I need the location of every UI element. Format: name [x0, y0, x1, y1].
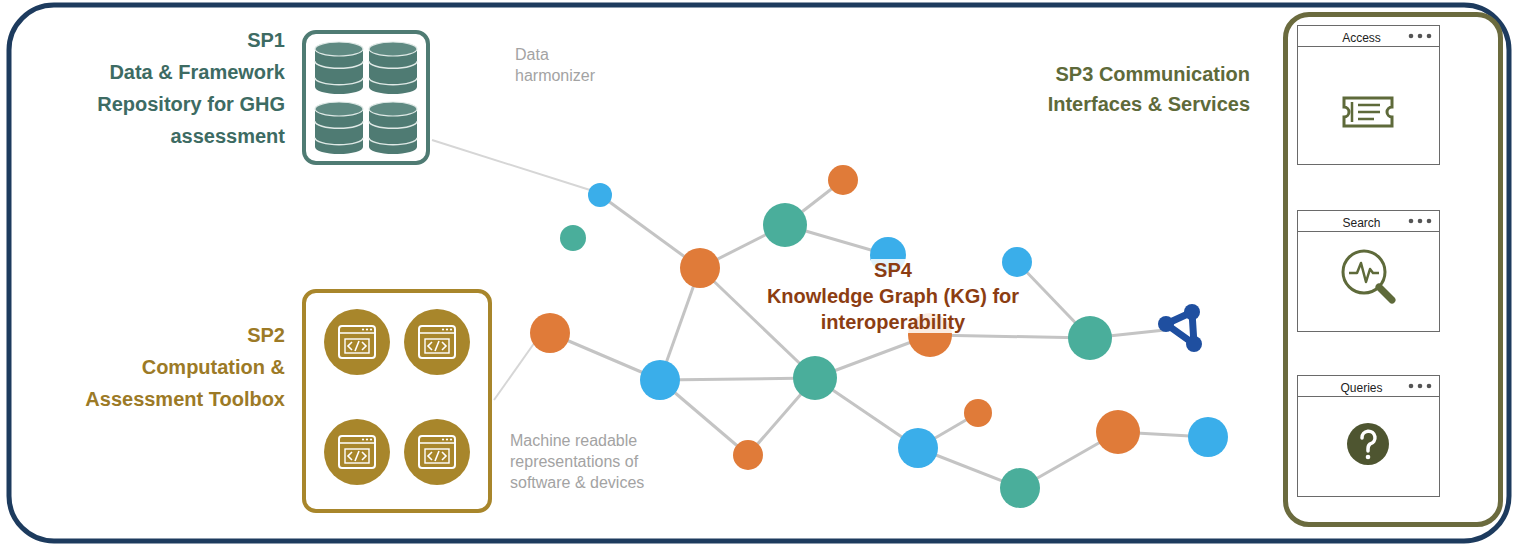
window-dot — [1418, 219, 1423, 224]
window-title: Queries — [1340, 381, 1382, 395]
database-icon — [369, 42, 417, 94]
part-title: SP3 Communication Interfaces & Services — [980, 59, 1250, 119]
search-window: Search — [1297, 210, 1440, 332]
graph-node — [763, 203, 807, 247]
queries-window: Queries — [1297, 375, 1440, 497]
window-dot — [1409, 219, 1414, 224]
graph-title: Knowledge Graph (KG) for interoperabilit… — [750, 283, 1036, 335]
access-window: Access — [1297, 25, 1440, 165]
annotation: Data harmonizer — [515, 44, 630, 86]
graph-node — [1096, 410, 1140, 454]
code-icon — [324, 309, 390, 375]
box-heading: SP3 Communication Interfaces & Services — [980, 59, 1250, 119]
repository-box: SP1Data & Framework Repository for GHG a… — [302, 30, 430, 165]
search-icon — [1343, 251, 1392, 300]
toolbox-box: SP2Computation & Assessment Toolbox — [302, 289, 492, 513]
window-dot — [1409, 384, 1414, 389]
window-dot — [1418, 34, 1423, 39]
graph-node — [640, 360, 680, 400]
window-dot — [1427, 219, 1432, 224]
part-title: SP2 — [65, 319, 285, 351]
box-heading: SP2Computation & Assessment Toolbox — [65, 319, 285, 415]
window-header: Access — [1298, 26, 1439, 47]
graph-node — [1000, 468, 1040, 508]
outer-frame — [9, 5, 1509, 541]
molecule-icon — [1158, 304, 1202, 352]
graph-node — [530, 313, 570, 353]
database-icon — [315, 102, 363, 154]
leader-line — [432, 140, 590, 190]
graph-node — [680, 248, 720, 288]
window-title: Access — [1342, 31, 1381, 45]
window-dot — [1427, 34, 1432, 39]
graph-node — [1188, 417, 1228, 457]
graph-node — [560, 225, 586, 251]
graph-title: SP4 — [853, 257, 933, 283]
code-icon — [404, 309, 470, 375]
code-icon — [404, 419, 470, 485]
label-patch: Knowledge Graph (KG) for interoperabilit… — [764, 285, 1022, 333]
services-box: SP3 Communication Interfaces & ServicesA… — [1283, 12, 1503, 527]
window-header: Search — [1298, 211, 1439, 232]
part-name: Computation & Assessment Toolbox — [65, 351, 285, 415]
window-dot — [1409, 34, 1414, 39]
window-dot — [1427, 384, 1432, 389]
part-title: SP1 — [25, 24, 285, 56]
annotation: Machine readable representations of soft… — [510, 430, 680, 493]
graph-node — [733, 440, 763, 470]
graph-node — [1002, 247, 1032, 277]
window-dot — [1418, 384, 1423, 389]
label-patch: SP4 — [871, 259, 915, 281]
database-icon — [369, 102, 417, 154]
graph-node — [1068, 316, 1112, 360]
graph-node — [898, 428, 938, 468]
graph-node — [964, 399, 992, 427]
graph-node — [588, 183, 612, 207]
box-heading: SP1Data & Framework Repository for GHG a… — [25, 24, 285, 152]
database-icon — [315, 42, 363, 94]
question-icon — [1347, 423, 1389, 465]
graph-node — [793, 356, 837, 400]
part-name: Data & Framework Repository for GHG asse… — [25, 56, 285, 152]
graph-link — [930, 335, 1090, 338]
leader-line — [494, 342, 535, 400]
ticket-icon — [1344, 98, 1392, 126]
code-icon — [324, 419, 390, 485]
window-header: Queries — [1298, 376, 1439, 397]
graph-node — [828, 165, 858, 195]
window-title: Search — [1342, 216, 1380, 230]
graph-links — [550, 180, 1208, 488]
graph-link — [660, 378, 815, 380]
